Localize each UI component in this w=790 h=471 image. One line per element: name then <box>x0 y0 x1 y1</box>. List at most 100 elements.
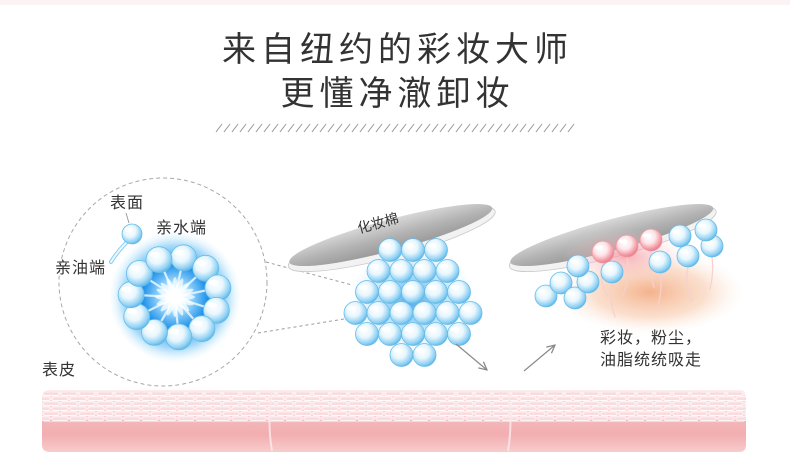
zoom-circle <box>58 177 268 387</box>
bubble-highlight <box>416 347 425 353</box>
micelle-bubble <box>389 301 414 325</box>
micelle-bubble <box>435 301 460 325</box>
bubble-highlight <box>370 305 379 311</box>
bubble-highlight <box>679 249 689 254</box>
micelle-bubble <box>389 259 414 283</box>
micelle-bubble <box>378 322 402 346</box>
micelle-bubble-pink <box>639 228 663 252</box>
surface-leader-line <box>125 212 130 224</box>
micelle-bubble <box>694 218 718 242</box>
micelle-bubble <box>165 323 193 351</box>
hatch-stroke <box>439 123 447 133</box>
hydrophilic-head <box>121 223 143 245</box>
hatch-stroke <box>495 123 503 133</box>
lipophilic-tail <box>649 250 655 288</box>
hatch-stroke <box>215 123 223 133</box>
top-edge-band <box>0 0 790 5</box>
bubble-highlight <box>196 260 207 266</box>
zoom-connectors <box>257 261 353 334</box>
hatch-stroke <box>527 123 535 133</box>
micelle-bubble <box>204 274 232 302</box>
hatch-stroke <box>311 123 319 133</box>
lipophilic-tail <box>600 262 609 298</box>
micelle-bubble <box>412 343 437 367</box>
micelle-core <box>155 277 195 317</box>
hatch-stroke <box>511 123 519 133</box>
skin-seam <box>268 390 273 452</box>
hatch-stroke <box>455 123 463 133</box>
hatch-stroke <box>487 123 495 133</box>
bubble-highlight <box>404 326 414 332</box>
hatch-stroke <box>567 123 575 133</box>
micelle-bubble <box>435 259 460 283</box>
micelle-cluster-middle <box>343 238 483 367</box>
micelle-bubble <box>401 280 425 304</box>
bubble-highlight <box>124 227 133 232</box>
micelle-bubble <box>343 301 368 325</box>
hatch-stroke <box>255 123 263 133</box>
lipophilic-tail <box>656 272 662 310</box>
micelle-bubble <box>401 238 425 262</box>
bubble-highlight <box>642 233 652 238</box>
micelle-bubble-pink <box>615 234 639 258</box>
hatch-stroke <box>415 123 423 133</box>
bubble-highlight <box>127 308 137 314</box>
micelle-bubble <box>355 322 379 346</box>
skin-cell-layer <box>42 392 746 421</box>
bubble-highlight <box>393 263 402 269</box>
lipophilic-tail <box>610 282 616 318</box>
micelle-bubble <box>447 322 471 346</box>
hatch-stroke <box>231 123 239 133</box>
bubble-highlight <box>169 328 180 334</box>
hatch-stroke <box>343 123 351 133</box>
micelle-bubble <box>389 343 414 367</box>
bubble-highlight <box>358 284 368 290</box>
bubble-highlight <box>381 284 391 290</box>
micelle-bubbles <box>117 244 232 351</box>
hatch-stroke <box>327 123 335 133</box>
hatch-stroke <box>479 123 487 133</box>
micelle-bubble <box>366 259 391 283</box>
skin-epidermis <box>42 390 746 452</box>
hatch-stroke <box>551 123 559 133</box>
bubble-highlight <box>347 305 356 311</box>
lipophilic-tail <box>686 266 693 302</box>
bubble-highlight <box>671 229 681 234</box>
bubble-highlight <box>192 320 203 326</box>
zoom-connector-line <box>257 317 351 334</box>
bubble-highlight <box>462 305 471 311</box>
bubble-highlight <box>537 289 547 294</box>
bubble-highlight <box>427 326 437 332</box>
micelle-bubble <box>412 301 437 325</box>
hatch-stroke <box>375 123 383 133</box>
micelle-bubble <box>566 254 590 278</box>
hatch-stroke <box>359 123 367 133</box>
micelle-bubble <box>401 322 425 346</box>
micelle-cluster-right <box>534 218 724 310</box>
hatch-stroke <box>407 123 415 133</box>
bubble-highlight <box>603 265 613 270</box>
label-epidermis: 表皮 <box>42 360 77 379</box>
bubble-highlight <box>174 249 185 255</box>
micelle-cluster-left <box>109 231 241 363</box>
micelle-bubble <box>188 315 216 343</box>
bubble-highlight <box>404 284 414 290</box>
bubble-highlight <box>207 302 217 308</box>
micelle-bubble <box>366 301 391 325</box>
bubble-highlight <box>566 291 576 296</box>
hatch-stroke <box>335 123 343 133</box>
micelle-bubble <box>145 246 173 274</box>
micelle-bubble <box>412 259 437 283</box>
hatch-stroke <box>463 123 471 133</box>
micelle-core-petal <box>156 288 194 306</box>
zoom-connector-line <box>265 261 353 286</box>
bubble-highlight <box>149 251 160 257</box>
bubble-highlight <box>370 263 379 269</box>
bubble-highlight <box>381 326 391 332</box>
bubble-highlight <box>450 326 460 332</box>
hatch-stroke <box>503 123 511 133</box>
micelle-bubble <box>378 280 402 304</box>
hatch-stroke <box>447 123 455 133</box>
hatch-stroke <box>543 123 551 133</box>
label-result-line-1: 彩妆，粉尘， <box>600 328 703 347</box>
